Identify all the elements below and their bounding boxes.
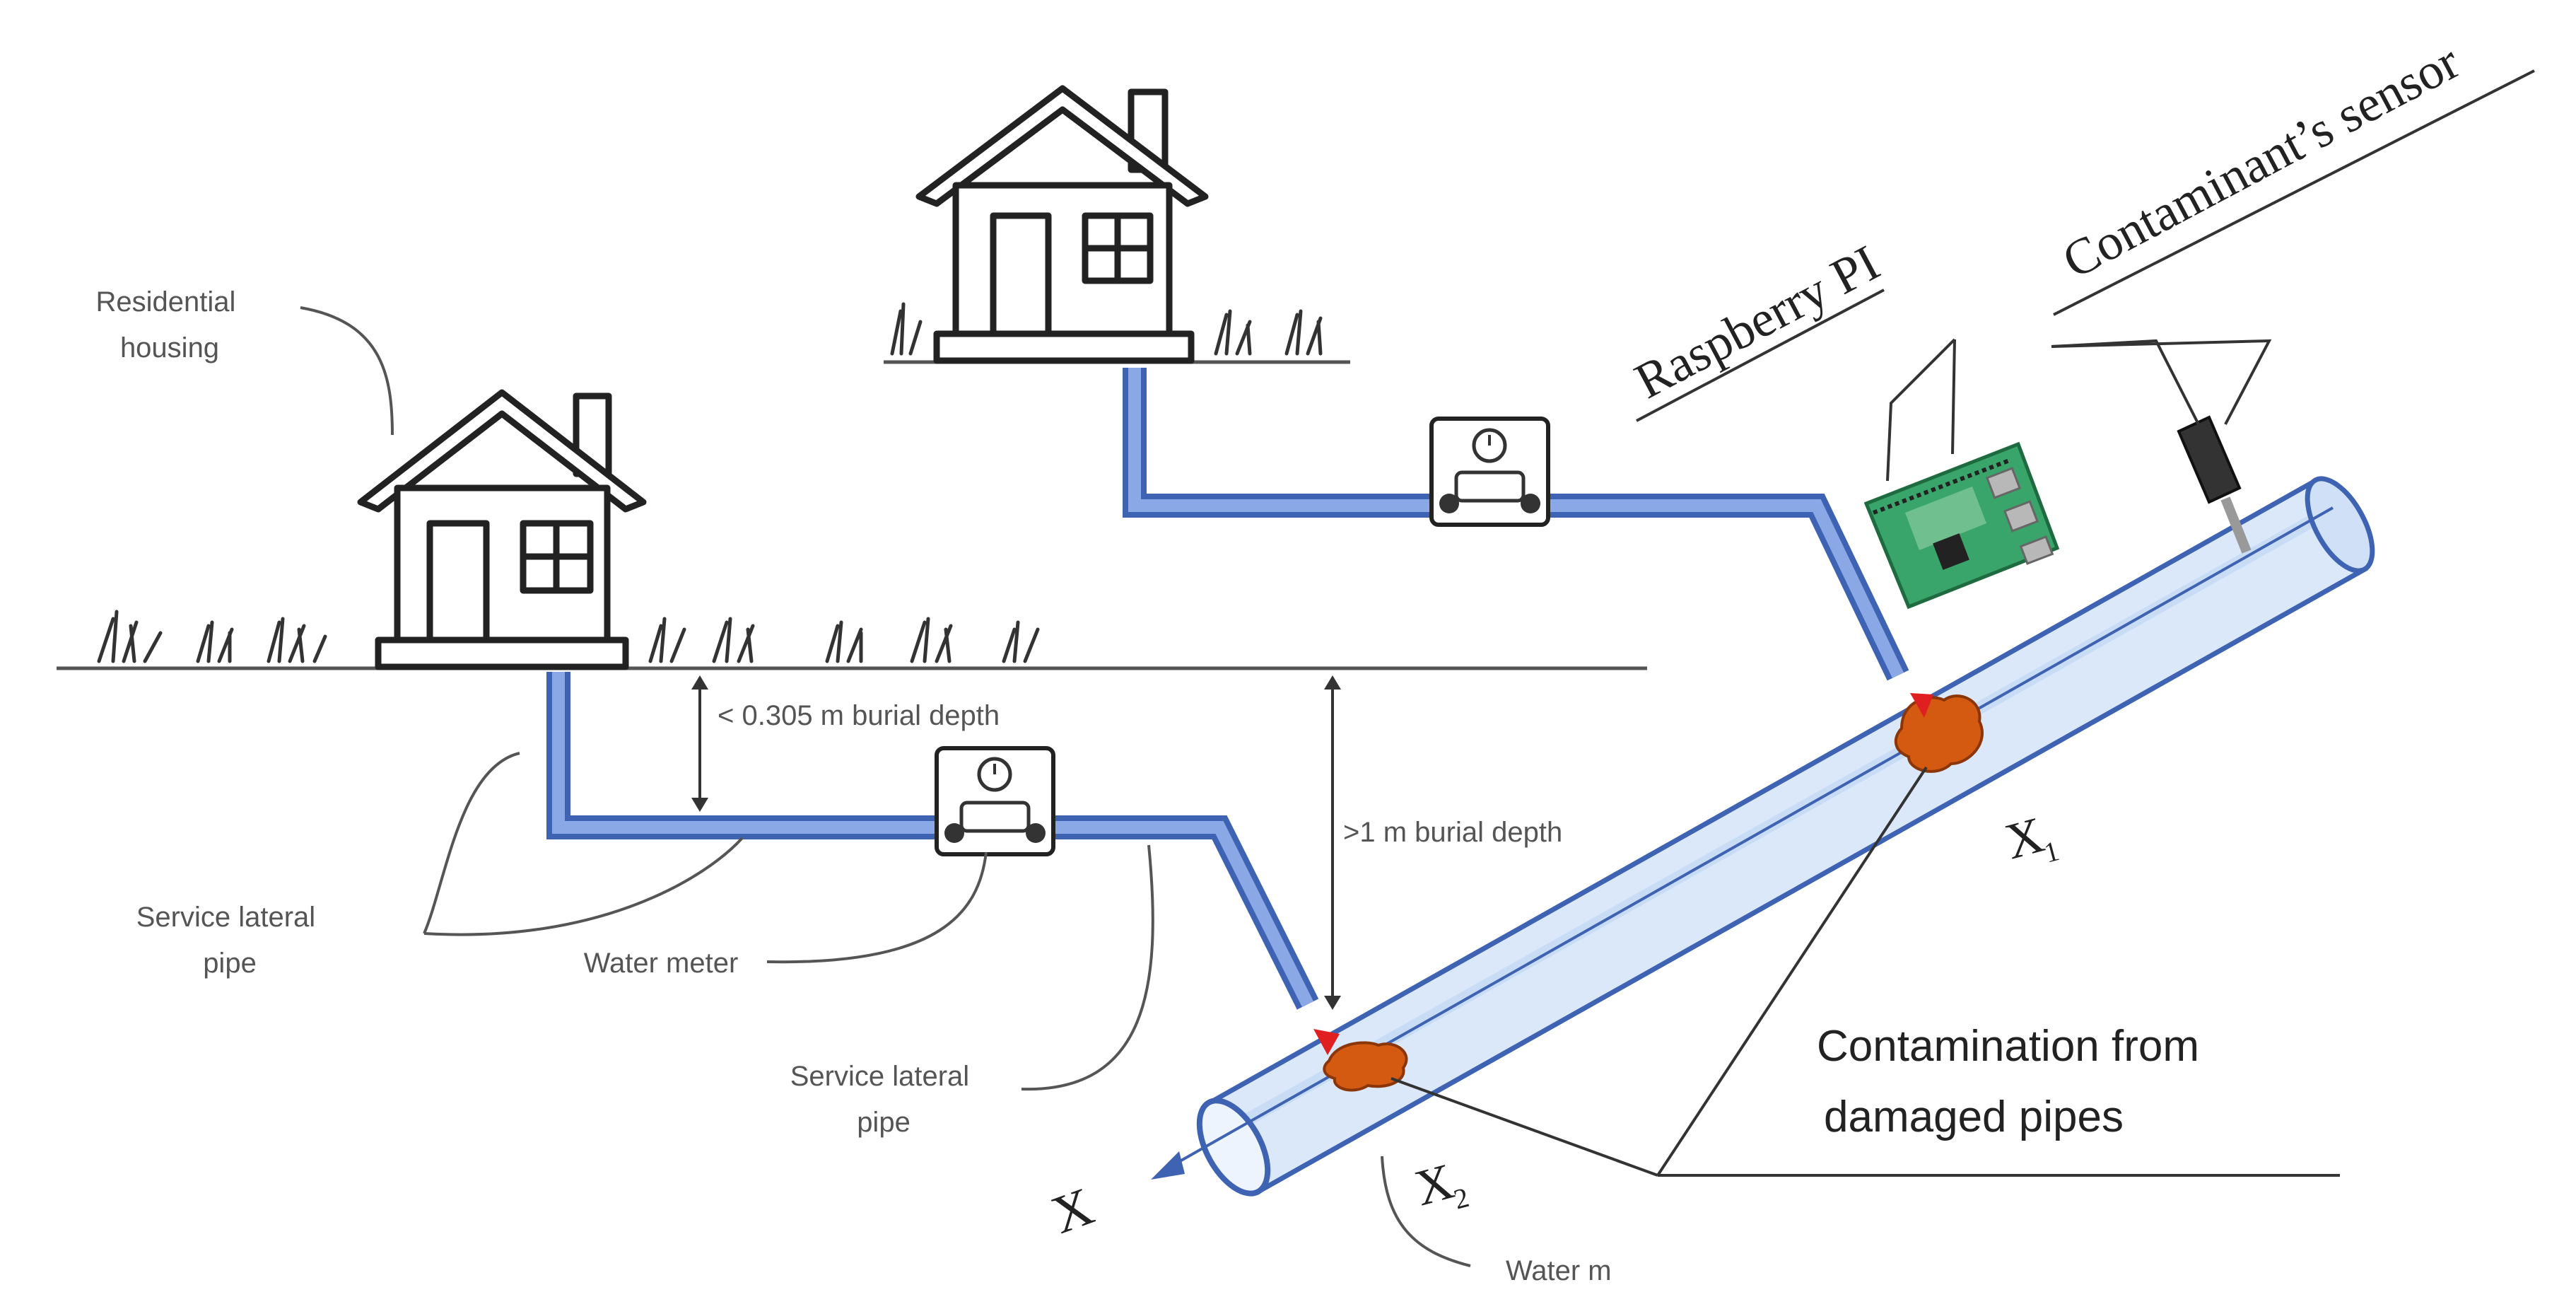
svg-text:2: 2 bbox=[1451, 1181, 1473, 1216]
grass-icon bbox=[97, 302, 1323, 663]
leak-marker-icon bbox=[1910, 693, 1933, 718]
axis-arrow-icon bbox=[1151, 1151, 1185, 1180]
sensor-label-underline bbox=[2053, 69, 2535, 316]
house-icon bbox=[915, 85, 1209, 364]
contamination-leader-lines bbox=[1391, 766, 2340, 1177]
water-meter-icon bbox=[935, 746, 1055, 856]
x1-label: X 1 bbox=[1999, 806, 2063, 871]
service-lateral-pipe-left bbox=[546, 672, 1319, 1010]
callout-curves bbox=[300, 306, 1471, 1267]
raspberry-pi-label: Raspberry PI bbox=[1626, 234, 1888, 409]
service-lateral-left-label: Service lateral pipe bbox=[136, 902, 324, 979]
x-axis-label: X bbox=[1044, 1176, 1101, 1245]
water-main-pipe bbox=[1151, 476, 2375, 1197]
service-lateral-right-label: Service lateral pipe bbox=[790, 1061, 978, 1138]
contaminant-sensor-label: Contaminant’s sensor bbox=[2054, 33, 2469, 289]
x2-label: X 2 bbox=[1409, 1153, 1473, 1217]
deep-depth-dimension bbox=[1324, 675, 1341, 1010]
svg-text:1: 1 bbox=[2041, 834, 2063, 869]
water-meter-icon bbox=[1429, 417, 1550, 527]
sensor-wiring bbox=[1886, 338, 2272, 482]
shallow-depth-dimension bbox=[691, 675, 708, 812]
residential-housing-label: Residential housing bbox=[95, 286, 243, 363]
contamination-label: Contamination from damaged pipes bbox=[1817, 1022, 2211, 1141]
deep-depth-label: >1 m burial depth bbox=[1343, 817, 1562, 848]
contamination-blob-x1 bbox=[1894, 693, 1984, 773]
raspberry-pi-label-underline bbox=[1636, 289, 1885, 422]
leak-marker-icon bbox=[1313, 1029, 1340, 1055]
water-meter-label: Water meter bbox=[584, 948, 739, 979]
raspberry-pi-icon bbox=[1863, 441, 2060, 610]
water-main-label: Water m bbox=[1506, 1255, 1612, 1286]
contamination-blob-x2 bbox=[1313, 1029, 1408, 1092]
shallow-depth-label: < 0.305 m burial depth bbox=[718, 700, 1000, 731]
sensor-probe-icon bbox=[2177, 415, 2252, 554]
house-icon bbox=[357, 389, 647, 670]
